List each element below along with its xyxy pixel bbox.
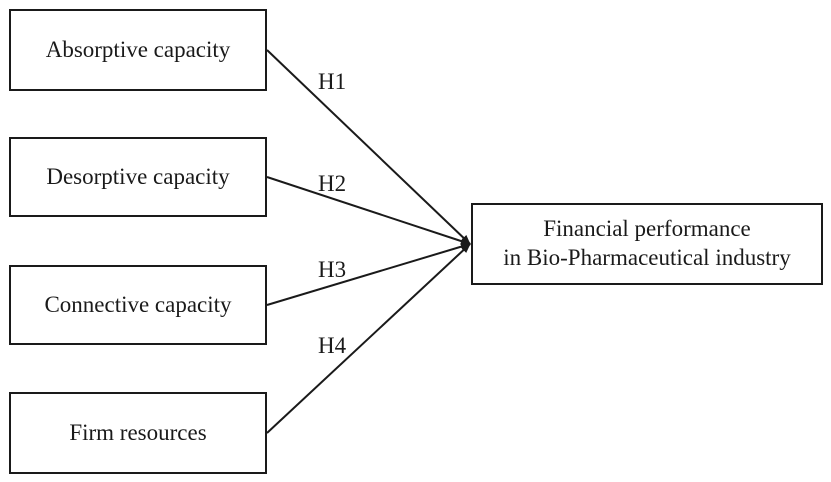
construct-label: Absorptive capacity	[45, 36, 231, 62]
hypothesis-label-h2: H2	[318, 171, 347, 196]
hypothesis-label-h3: H3	[318, 257, 347, 282]
arrow-h1	[266, 49, 471, 245]
construct-box-absorptive-capacity: Absorptive capacity	[9, 9, 267, 91]
hypothesis-label-h4: H4	[318, 333, 347, 358]
construct-box-desorptive-capacity: Desorptive capacity	[9, 137, 267, 217]
arrow-h3	[266, 242, 471, 306]
construct-box-connective-capacity: Connective capacity	[9, 265, 267, 345]
arrow-h2	[266, 176, 471, 245]
construct-label: Connective capacity	[44, 291, 232, 317]
outcome-label-line2: in Bio-Pharmaceutical industry	[503, 245, 791, 270]
construct-label: Desorptive capacity	[46, 163, 230, 189]
construct-box-firm-resources: Firm resources	[9, 392, 267, 474]
outcome-label-line1: Financial performance	[543, 216, 751, 242]
arrow-h4	[266, 243, 471, 434]
hypothesis-label-h1: H1	[318, 69, 347, 94]
construct-label: Firm resources	[69, 419, 207, 445]
outcome-box-financial-performance: Financial performance in Bio-Pharmaceuti…	[471, 203, 823, 285]
